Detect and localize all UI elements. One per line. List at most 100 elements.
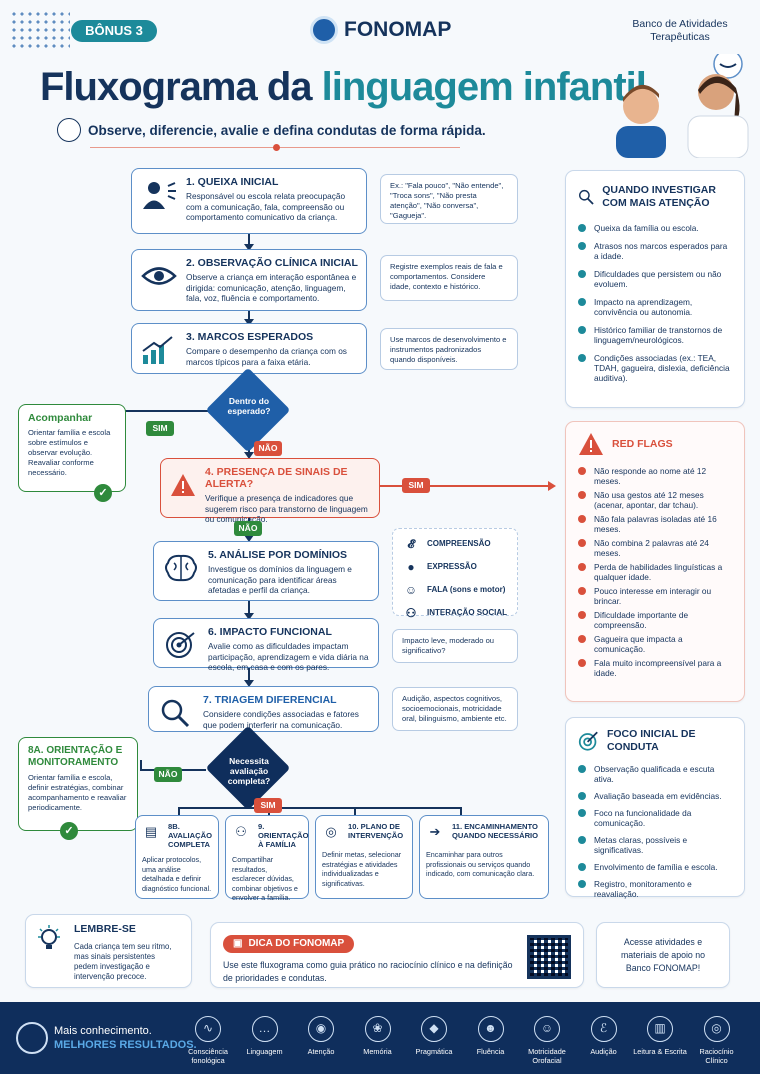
magnifier-icon: [579, 189, 594, 205]
target-icon: [166, 632, 195, 658]
tag-icon: ◆: [421, 1016, 447, 1042]
note-3: Use marcos de desenvolvimento e instrume…: [380, 328, 518, 370]
footer-category[interactable]: ❀Memória: [350, 1016, 406, 1056]
sim-tag-red: SIM: [402, 478, 430, 493]
list-item: Observação qualificada e escuta ativa.: [578, 764, 732, 784]
footer-category[interactable]: ◎Raciocínio Clínico: [689, 1016, 745, 1065]
step-1-title: 1. QUEIXA INICIAL: [186, 176, 279, 188]
redflags-list: Não responde ao nome até 12 meses.Não us…: [578, 466, 732, 678]
step-2-title: 2. OBSERVAÇÃO CLÍNICA INICIAL: [186, 257, 358, 269]
step-1-box[interactable]: 1. QUEIXA INICIAL Responsável ou escola r…: [131, 168, 367, 234]
sim-tag: SIM: [146, 421, 174, 436]
page-subtitle: Observe, diferencie, avalie e defina con…: [88, 123, 486, 138]
step-10-title: 10. PLANO DE INTERVENÇÃO: [348, 822, 404, 840]
footer-category-label: Linguagem: [246, 1047, 283, 1056]
foco-panel: FOCO INICIAL DE CONDUTA Observação quali…: [565, 717, 745, 899]
step-9-title: 9. ORIENTAÇÃO À FAMÍLIA: [258, 822, 309, 849]
face-icon: ☺: [534, 1016, 560, 1042]
step-4-box[interactable]: 4. PRESENÇA DE SINAIS DE ALERTA?Verifiqu…: [160, 458, 380, 524]
brain-icon: [165, 554, 197, 582]
step-1-text: Responsável ou escola relata preocupação…: [186, 191, 346, 222]
acompanhar-box[interactable]: Acompanhar Orientar família e escola sob…: [18, 404, 126, 492]
redflags-title: RED FLAGS: [612, 437, 673, 450]
list-item: Foco na funcionalidade da comunicação.: [578, 808, 732, 828]
magnifier-icon: [161, 699, 190, 728]
eye-icon: ◉: [308, 1016, 334, 1042]
footer-line1: Mais conhecimento.: [54, 1025, 152, 1037]
step-6-box[interactable]: 6. IMPACTO FUNCIONAL Avalie como as dific…: [153, 618, 379, 672]
arrow-red: [548, 481, 556, 491]
footer-category[interactable]: ◉Atenção: [293, 1016, 349, 1056]
footer-category[interactable]: ▥ Leitura & Escrita: [632, 1016, 688, 1056]
checklist-icon: [57, 118, 81, 142]
step-8b-box[interactable]: ▤ 8B. AVALIAÇÃO COMPLETA Aplicar protoco…: [135, 815, 219, 899]
check-icon: ✓: [94, 484, 112, 502]
logo: FONOMAP: [310, 16, 451, 44]
orientacao-box[interactable]: 8A. ORIENTAÇÃO E MONITORAMENTO Orientar …: [18, 737, 138, 831]
illustration-child-and-therapist: [616, 54, 749, 158]
note-7: Audição, aspectos cognitivos, socioemoci…: [392, 687, 518, 731]
person-icon: ☺: [404, 583, 418, 597]
connector: [460, 807, 462, 815]
orientacao-title: 8A. ORIENTAÇÃO E MONITORAMENTO: [28, 745, 123, 768]
orientacao-text: Orientar família e escola, definir estra…: [28, 773, 127, 812]
check-icon: ✓: [60, 822, 78, 840]
foco-list: Observação qualificada e escuta ativa.Av…: [578, 764, 732, 899]
domain-row: ●EXPRESSÃO: [403, 560, 507, 574]
investigar-list: Queixa da família ou escola. Atrasos nos …: [578, 223, 732, 383]
domain-row: ⚇INTERAÇÃO SOCIAL: [403, 606, 507, 620]
footer-category[interactable]: ∿Consciência fonológica: [180, 1016, 236, 1065]
acesse-text: Acesse atividades e materiais de apoio n…: [620, 936, 706, 973]
bank-label: Banco de Atividades Terapêuticas: [632, 18, 728, 43]
footer-category[interactable]: …Linguagem: [237, 1016, 293, 1056]
chat-bubble-icon: [16, 1022, 48, 1054]
connector-red: [380, 485, 550, 487]
arrow: [244, 244, 254, 251]
list-item: Não responde ao nome até 12 meses.: [578, 466, 732, 486]
domain-row: ☺FALA (sons e motor): [403, 583, 507, 597]
head-icon: ☻: [477, 1016, 504, 1042]
step-8b-title: 8B. AVALIAÇÃO COMPLETA: [168, 822, 213, 849]
step-6-text: Avalie como as dificuldades impactam par…: [208, 641, 369, 672]
book-icon: ▥: [647, 1016, 673, 1042]
step-6-title: 6. IMPACTO FUNCIONAL: [208, 626, 332, 638]
investigar-title: QUANDO INVESTIGAR COM MAIS ATENÇÃO: [602, 184, 716, 209]
list-item: Envolvimento de família e escola.: [578, 862, 732, 872]
arrow-right-icon: ➔: [429, 824, 441, 839]
dica-badge: ▣DICA DO FONOMAP: [223, 934, 355, 953]
investigar-panel: QUANDO INVESTIGAR COM MAIS ATENÇÃO Queix…: [565, 170, 745, 408]
footer-line2: MELHORES RESULTADOS.: [54, 1039, 197, 1051]
list-item: Atrasos nos marcos esperados para a idad…: [578, 241, 732, 261]
lembre-title: LEMBRE-SE: [74, 923, 136, 935]
footer-category-label: Leitura & Escrita: [633, 1047, 687, 1056]
list-item: Queixa da família ou escola.: [578, 223, 732, 233]
list-item: Perda de habilidades linguísticas a qual…: [578, 562, 732, 582]
connector: [248, 311, 250, 321]
footer-category-label: Fluência: [476, 1047, 505, 1056]
step-11-box[interactable]: ➔ 11. ENCAMINHAMENTO QUANDO NECESSÁRIO E…: [419, 815, 549, 899]
warning-icon: [579, 433, 603, 455]
dica-text: Use este fluxograma como guia prático no…: [223, 959, 513, 983]
acesse-panel[interactable]: Acesse atividades e materiais de apoio n…: [596, 922, 730, 988]
qr-code[interactable]: [527, 935, 571, 979]
footer-category[interactable]: ◆Pragmática: [406, 1016, 462, 1056]
footer-category[interactable]: ☻ Fluência: [463, 1016, 519, 1056]
speech-bubble-icon: ●: [407, 560, 415, 574]
step-10-box[interactable]: ◎ 10. PLANO DE INTERVENÇÃO Definir metas…: [315, 815, 413, 899]
list-item: Gagueira que impacta a comunicação.: [578, 634, 732, 654]
person-speaking-icon: [143, 182, 176, 209]
footer-category[interactable]: ☺Motricidade Orofacial: [519, 1016, 575, 1065]
family-icon: ⚇: [235, 824, 247, 839]
list-item: Não fala palavras isoladas até 16 meses.: [578, 514, 732, 534]
lembre-text: Cada criança tem seu ritmo, mas sinais p…: [74, 942, 172, 981]
step-9-box[interactable]: ⚇ 9. ORIENTAÇÃO À FAMÍLIA Compartilhar r…: [225, 815, 309, 902]
list-item: Fala muito incompreensível para a idade.: [578, 658, 732, 678]
brain-icon: ❀: [364, 1016, 391, 1042]
plan-target-icon: ◎: [325, 824, 337, 839]
